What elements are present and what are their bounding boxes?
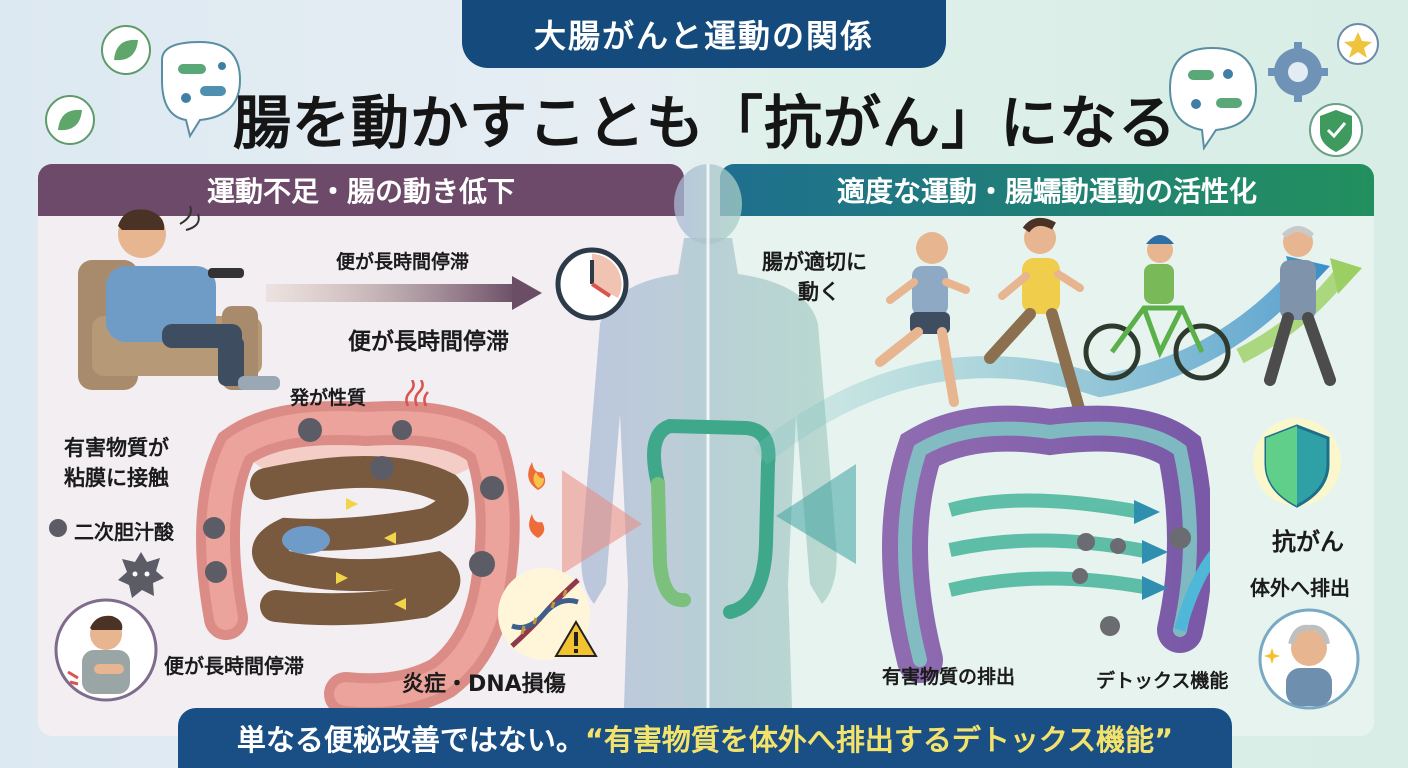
arrow-label-top: 便が長時間停滞 (336, 251, 470, 273)
bile-acid-virus-icon (118, 552, 164, 598)
unhealthy-colon-illustration (196, 401, 520, 708)
stool-stagnation-label: 便が長時間停滞 (164, 654, 304, 678)
sparkle-icon (1264, 648, 1280, 664)
bile-acid-dot-icon (49, 519, 67, 537)
stomachache-man-illustration (54, 598, 158, 702)
warning-icon (554, 620, 598, 657)
exercising-people-illustration (753, 217, 1362, 465)
top-right-decor (1168, 23, 1379, 157)
body-silhouette (562, 164, 856, 708)
bacteria-bubble-icon (161, 40, 242, 139)
leaf-icon (45, 95, 95, 145)
footer-text: 単なる便秘改善ではない。 (236, 723, 585, 757)
healthy-colon-illustration (882, 405, 1210, 683)
footer-highlight: “有害物質を体外へ排出するデトックス機能” (584, 723, 1174, 757)
detox-label: デトックス機能 (1096, 670, 1229, 692)
healthy-elderly-man-illustration (1258, 608, 1360, 710)
dna-icon (510, 578, 580, 648)
leaf-icon (101, 25, 151, 75)
heat-wave-icon (405, 380, 429, 407)
inflammation-label: 炎症・DNA損傷 (402, 672, 566, 697)
sedentary-man-illustration (78, 205, 280, 390)
shield-icon (1253, 418, 1341, 508)
shield-check-icon (1309, 103, 1363, 157)
stagnation-arrow (266, 276, 542, 310)
anticancer-label: 抗がん (1272, 528, 1344, 556)
dna-warning-illustration (498, 568, 598, 660)
clock-icon (555, 247, 629, 321)
arrow-label-bottom: 便が長時間停滞 (348, 329, 509, 355)
bile-acid-label: 二次胆汁酸 (74, 520, 174, 544)
harmful-label-line1: 有害物質が (64, 436, 169, 460)
gear-icon (1268, 42, 1328, 102)
star-icon (1337, 23, 1379, 65)
excrete-label: 体外へ排出 (1250, 576, 1350, 600)
intestine-label-line2: 動く (798, 280, 840, 304)
page-headline: 腸を動かすことも「抗がん」になる (232, 89, 1177, 157)
bacteria-bubble-icon (1168, 46, 1258, 151)
intestine-label-line1: 腸が適切に (762, 250, 867, 274)
left-panel-title: 運動不足・腸の動き低下 (38, 164, 684, 216)
top-left-decor (45, 25, 242, 145)
right-panel-title: 適度な運動・腸蠕動運動の活性化 (720, 164, 1374, 216)
footer-banner: 単なる便秘改善ではない。 “有害物質を体外へ排出するデトックス機能” (178, 708, 1232, 768)
carcinogen-label: 発が性質 (290, 387, 367, 409)
flame-icon (528, 462, 546, 538)
harmful-label-line2: 粘膜に接触 (64, 466, 169, 490)
title-tab: 大腸がんと運動の関係 (462, 0, 946, 68)
harmful-excretion-label: 有害物質の排出 (882, 666, 1016, 688)
